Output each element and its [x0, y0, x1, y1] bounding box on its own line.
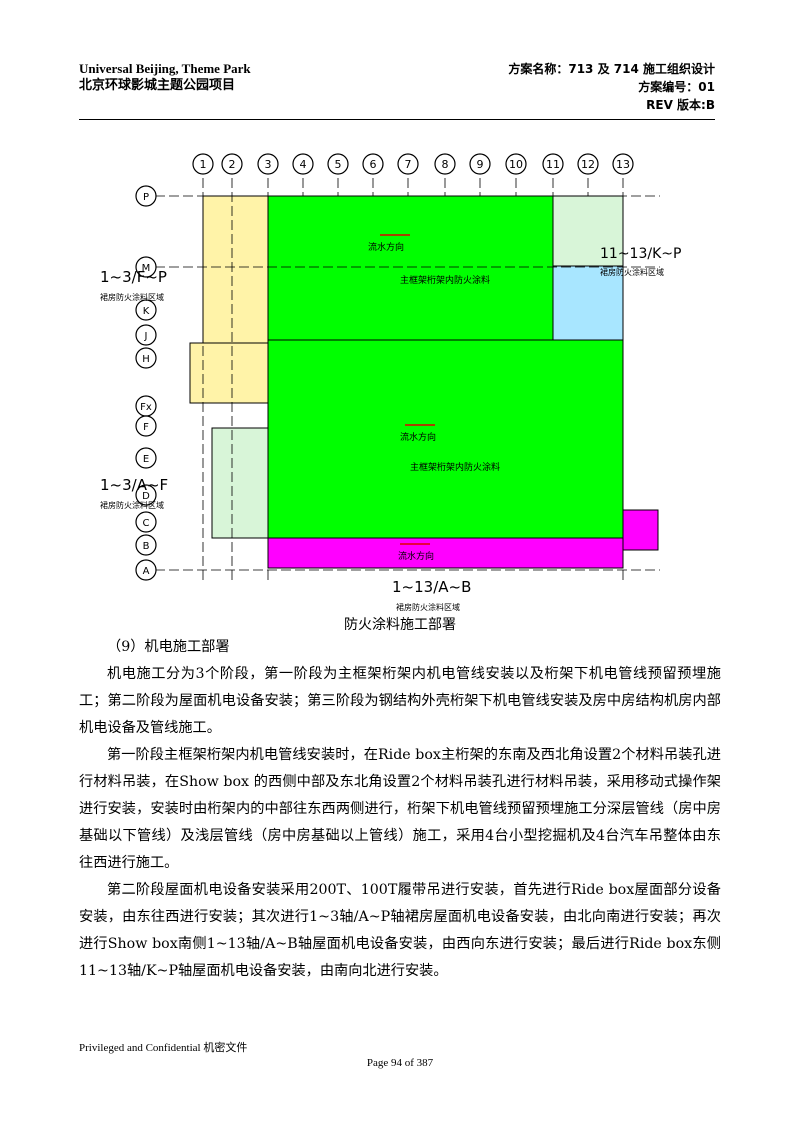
confidential-note: Privileged and Confidential 机密文件 — [79, 1042, 248, 1054]
col-label-10: 10 — [509, 158, 523, 171]
paragraph-1: 机电施工分为3个阶段，第一阶段为主框架桁架内机电管线安装以及桁架下机电管线预留预… — [79, 666, 721, 736]
col-label-3: 3 — [265, 158, 272, 171]
zone-ne-pale — [552, 195, 624, 267]
col-label-6: 6 — [370, 158, 377, 171]
col-label-7: 7 — [405, 158, 412, 171]
project-name-cn: 北京环球影城主题公园项目 — [79, 78, 236, 93]
header-right: 方案名称：713 及 714 施工组织设计 方案编号：01 REV 版本:B — [508, 60, 715, 114]
row-label-E: E — [143, 454, 149, 465]
zone-main-upper-green — [267, 195, 554, 344]
zone-sw-desc: 裙房防火涂料区域 — [100, 500, 164, 510]
row-label-A: A — [143, 566, 150, 577]
revision: REV 版本:B — [646, 98, 715, 112]
col-label-9: 9 — [477, 158, 484, 171]
plan-number: 方案编号：01 — [638, 80, 715, 94]
project-name-en: Universal Beijing, Theme Park — [79, 61, 251, 76]
col-label-11: 11 — [546, 158, 560, 171]
figure-caption: 防火涂料施工部署 — [344, 617, 456, 633]
zone-s-label: 1~13/A~B — [392, 578, 471, 596]
fireproof-coating-plan-drawing: 1 2 3 4 5 6 7 8 9 10 11 12 13 P M K J H … — [100, 153, 681, 612]
row-label-P: P — [143, 192, 149, 203]
flow-label-lower: 流水方向 — [400, 431, 436, 443]
zone-nw-yellow — [202, 195, 269, 344]
main-label-upper: 主框架桁架内防火涂料 — [400, 274, 490, 286]
row-label-H: H — [142, 354, 150, 365]
row-axis-labels — [135, 185, 157, 581]
column-axis-labels — [192, 153, 634, 175]
page-number: Page 94 of 387 — [366, 1057, 434, 1069]
paragraph-3: 第二阶段屋面机电设备安装采用200T、100T履带吊进行安装，首先进行Ride … — [79, 882, 721, 979]
zone-south-east-magenta — [622, 509, 659, 551]
zone-sw-label: 1~3/A~F — [100, 476, 168, 494]
plan-name: 方案名称：713 及 714 施工组织设计 — [508, 62, 715, 76]
zone-ne-cyan — [552, 265, 624, 341]
main-label-lower: 主框架桁架内防火涂料 — [410, 461, 500, 473]
zone-ne-label: 11~13/K~P — [600, 246, 681, 262]
row-label-M: M — [142, 263, 151, 274]
zone-south-magenta — [267, 537, 624, 569]
section-heading: （9）机电施工部署 — [107, 639, 230, 655]
flow-label-south: 流水方向 — [398, 550, 434, 562]
col-label-5: 5 — [335, 158, 342, 171]
zone-sw-pale — [211, 427, 269, 539]
row-label-F: F — [143, 422, 149, 433]
paragraph-2: 第一阶段主框架桁架内机电管线安装时，在Ride box主桁架的东南及西北角设置2… — [79, 747, 721, 871]
col-label-1: 1 — [200, 158, 207, 171]
zone-w-yellow-lower — [189, 342, 269, 404]
body-text: （9）机电施工部署 机电施工分为3个阶段，第一阶段为主框架桁架内机电管线安装以及… — [79, 634, 721, 985]
col-label-12: 12 — [581, 158, 595, 171]
header-left: Universal Beijing, Theme Park 北京环球影城主题公园… — [79, 60, 251, 95]
zone-nw-label: 1~3/F~P — [100, 268, 167, 286]
flow-label-upper: 流水方向 — [368, 241, 404, 253]
zone-ne-desc: 裙房防火涂料区域 — [600, 267, 664, 277]
row-label-B: B — [143, 541, 150, 552]
row-label-J: J — [144, 331, 148, 342]
zone-s-desc: 裙房防火涂料区域 — [396, 602, 460, 612]
zone-main-lower-green — [267, 339, 624, 539]
row-label-K: K — [143, 306, 150, 317]
header-divider — [79, 119, 715, 120]
row-label-C: C — [143, 518, 150, 529]
col-label-2: 2 — [229, 158, 236, 171]
col-label-13: 13 — [616, 158, 630, 171]
zone-nw-desc: 裙房防火涂料区域 — [100, 292, 164, 302]
col-label-8: 8 — [442, 158, 449, 171]
row-label-D: D — [142, 491, 150, 502]
grid-lines — [155, 178, 660, 580]
col-label-4: 4 — [300, 158, 307, 171]
row-label-Fx: Fx — [140, 402, 152, 413]
